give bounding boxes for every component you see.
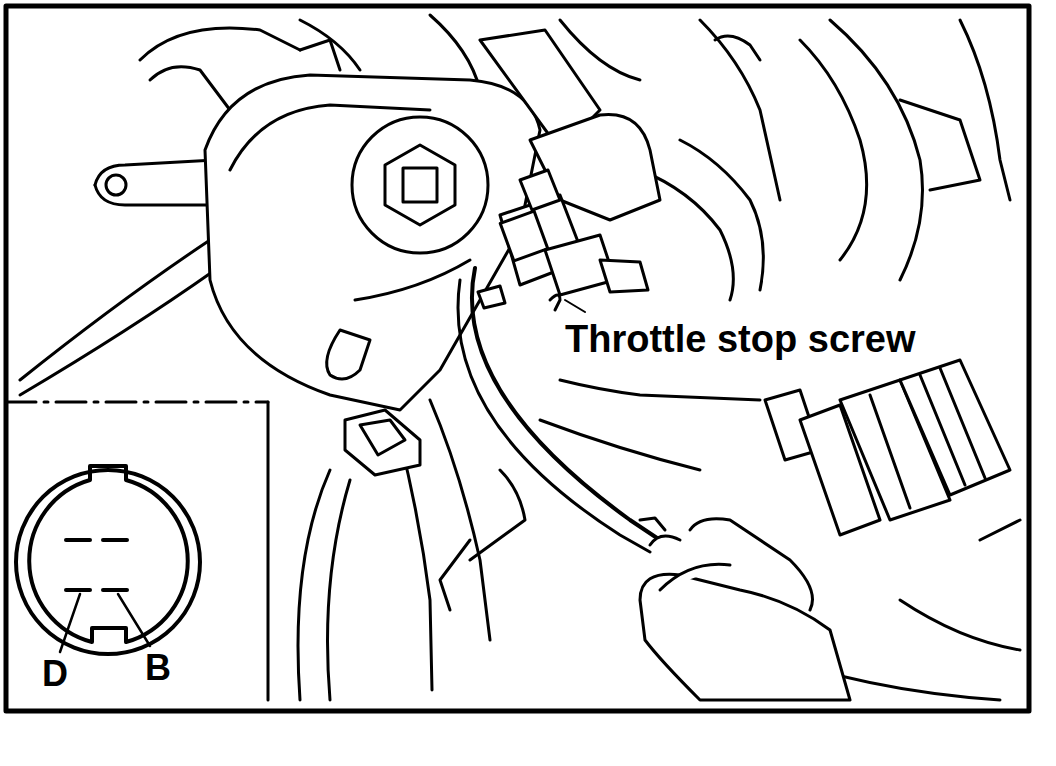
pin-label: D	[40, 656, 70, 692]
stop-screw	[478, 114, 660, 308]
leader-line	[118, 594, 150, 646]
pin-label: B	[143, 650, 173, 686]
engine-contours	[20, 15, 1020, 700]
leader-line	[565, 300, 585, 312]
connector-inset	[6, 402, 268, 700]
throttle-body	[205, 30, 600, 475]
harness-connectors	[765, 0, 1010, 535]
leader-line	[60, 594, 80, 652]
part-label: Throttle stop screw	[563, 320, 918, 358]
feeler-gauge	[458, 268, 665, 552]
hand	[640, 519, 850, 700]
frame	[6, 6, 1029, 711]
